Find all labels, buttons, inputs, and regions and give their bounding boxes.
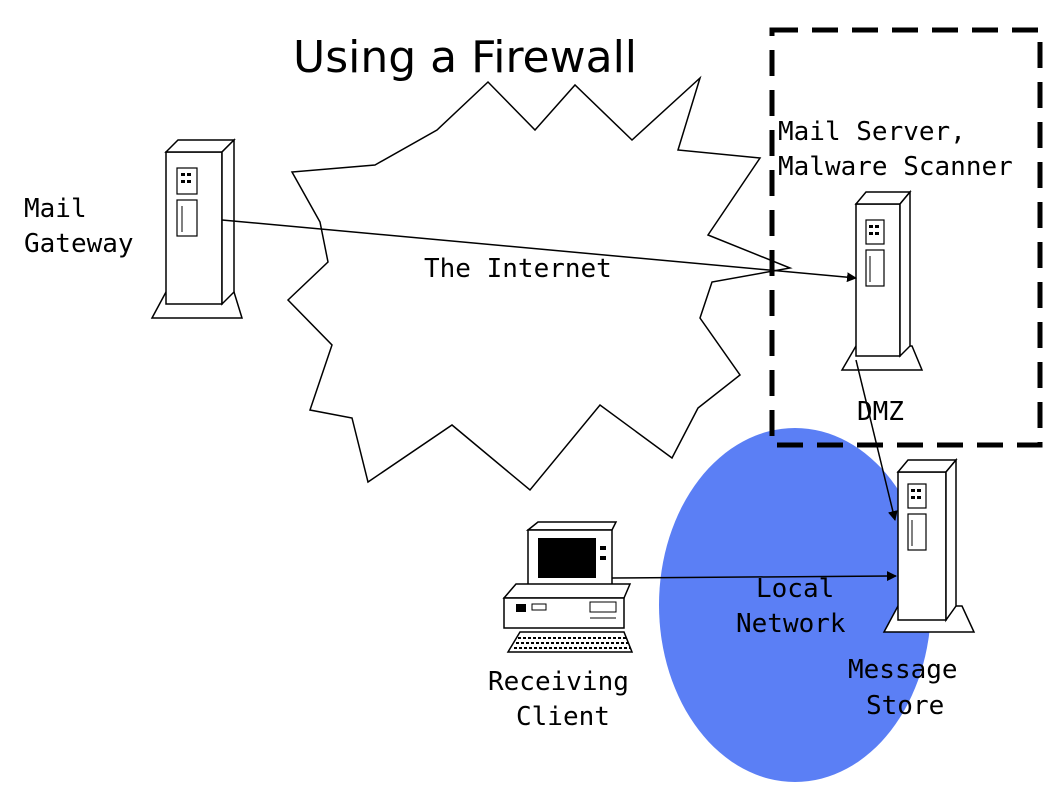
- dmz-label: DMZ: [857, 397, 904, 427]
- mail-server-label-line2: Malware Scanner: [778, 152, 1013, 182]
- client-to-message-store-arrow: [611, 571, 897, 582]
- mail-gateway-label-line1: Mail: [24, 194, 87, 224]
- local-network-label-line1: Local: [756, 574, 834, 604]
- mail-gateway-server-icon: [150, 138, 244, 319]
- gateway-to-mail-server-arrow: [221, 219, 857, 283]
- dmz-boundary: [769, 27, 1043, 448]
- mail-server-to-message-store-arrow: [855, 359, 898, 521]
- message-store-label-line2: Store: [866, 691, 944, 721]
- message-store-label-line1: Message: [848, 655, 958, 685]
- mail-server-label-line1: Mail Server,: [778, 117, 966, 147]
- receiving-client-computer-icon: [502, 521, 634, 653]
- local-network-label-line2: Network: [736, 609, 846, 639]
- internet-cloud: [286, 75, 793, 492]
- local-network-region: [659, 428, 931, 782]
- message-store-server-icon: [882, 457, 976, 633]
- mail-gateway-label-line2: Gateway: [24, 229, 134, 259]
- mail-server-icon: [840, 189, 924, 371]
- receiving-client-label-line2: Client: [516, 702, 610, 732]
- internet-label: The Internet: [424, 254, 612, 284]
- page-title: Using a Firewall: [293, 32, 637, 83]
- receiving-client-label-line1: Receiving: [488, 667, 629, 697]
